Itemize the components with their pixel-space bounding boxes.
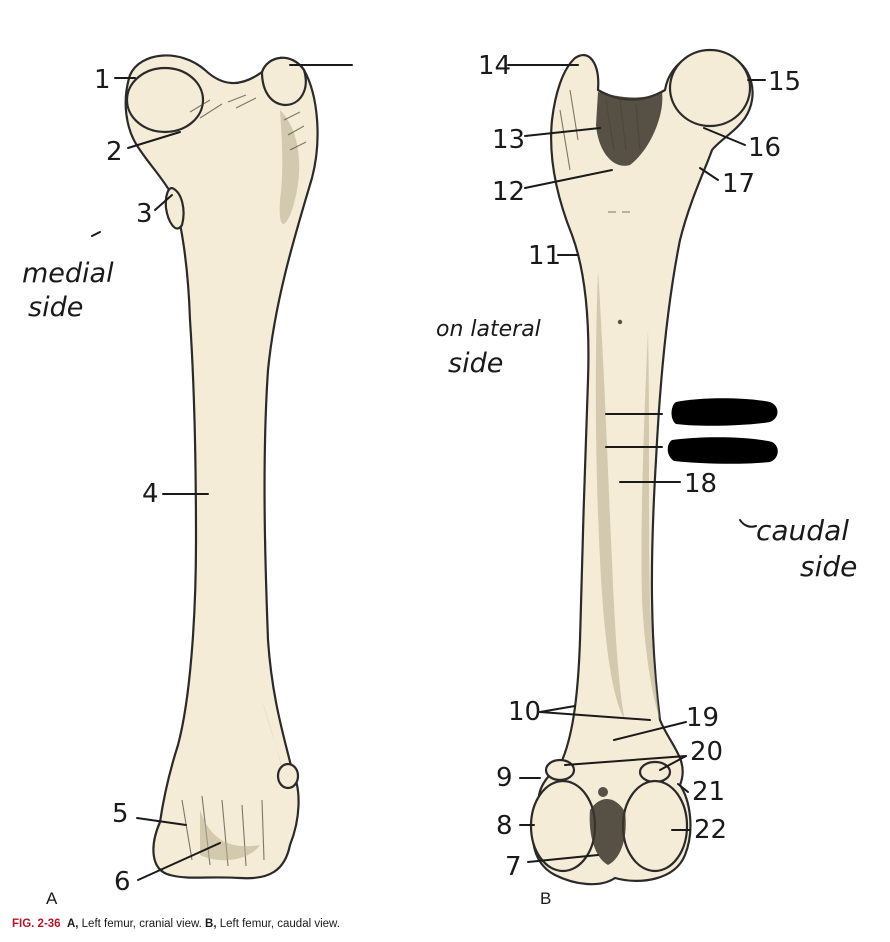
- label-18: 18: [684, 469, 717, 499]
- caption-a-text: Left femur, cranial view.: [78, 918, 206, 930]
- femur-cranial-view: [124, 54, 319, 880]
- label-20: 20: [690, 737, 723, 767]
- label-11: 11: [528, 241, 561, 271]
- panel-letter-a: A: [46, 889, 58, 908]
- handwritten-notes: medial side on lateral side caudal side: [22, 258, 857, 583]
- caption-figure-number: FIG. 2-36: [12, 918, 61, 930]
- label-19: 19: [686, 703, 719, 733]
- leader-lines: [91, 64, 766, 881]
- panel-letter-b: B: [540, 889, 551, 908]
- label-7: 7: [505, 852, 522, 882]
- note-caudal-line1: caudal: [756, 514, 849, 547]
- note-medial-line2: side: [28, 292, 83, 323]
- part-labels: 1 2 3 4 5 6 7 8 9 10 11 12 13 14 15 16 1…: [94, 51, 801, 897]
- label-17: 17: [722, 169, 755, 199]
- label-4: 4: [142, 479, 159, 509]
- label-21: 21: [692, 777, 725, 807]
- label-6: 6: [114, 867, 131, 897]
- figure-caption: FIG. 2-36 A, Left femur, cranial view. B…: [12, 918, 340, 930]
- label-10: 10: [508, 697, 541, 727]
- label-16: 16: [748, 133, 781, 163]
- label-14: 14: [478, 51, 511, 81]
- label-12: 12: [492, 177, 525, 207]
- redaction-marks: [667, 398, 778, 464]
- label-1: 1: [94, 65, 111, 95]
- label-13: 13: [492, 125, 525, 155]
- label-8: 8: [496, 811, 513, 841]
- label-5: 5: [112, 799, 129, 829]
- femur-caudal-view: [529, 48, 754, 886]
- note-lateral-line2: side: [448, 348, 503, 379]
- note-caudal-line2: side: [800, 550, 857, 583]
- label-15: 15: [768, 67, 801, 97]
- label-9: 9: [496, 763, 513, 793]
- caption-b-text: Left femur, caudal view.: [216, 918, 340, 930]
- label-3: 3: [136, 199, 153, 229]
- caption-b-letter: B,: [205, 918, 217, 930]
- note-medial-line1: medial: [22, 258, 114, 289]
- label-2: 2: [106, 137, 123, 167]
- note-lateral-line1: on lateral: [436, 317, 541, 342]
- caption-a-letter: A,: [66, 918, 79, 930]
- label-22: 22: [694, 815, 727, 845]
